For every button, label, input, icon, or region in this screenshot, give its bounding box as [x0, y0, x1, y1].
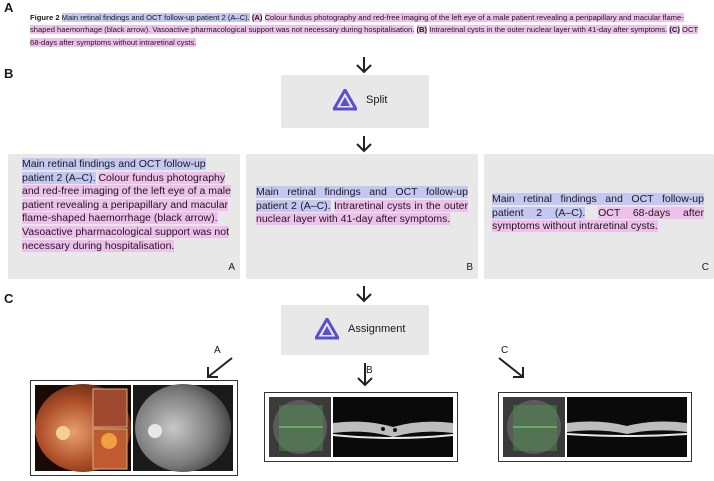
- arrow-down-icon: [356, 286, 372, 303]
- section-label-b: B: [4, 66, 14, 81]
- section-label-a: A: [4, 0, 14, 15]
- arrow-down-icon: [356, 57, 372, 74]
- tri-logo-icon: [333, 89, 357, 111]
- subcaption-box-b: Main retinal findings and OCT follow-up …: [246, 154, 478, 279]
- branch-label-b: B: [366, 365, 373, 376]
- subcaption-letter: B: [466, 262, 473, 274]
- arrow-diag-left-icon: [207, 357, 233, 378]
- tri-logo-icon: [315, 318, 339, 340]
- caption-part-b: Intraretinal cysts in the outer nuclear …: [429, 25, 668, 35]
- figure-panel-b: [264, 392, 458, 462]
- branch-label-c: C: [501, 345, 509, 356]
- caption-part-c-label: (C): [669, 25, 680, 35]
- split-label: Split: [366, 94, 388, 106]
- arrow-diag-right-icon: [498, 357, 524, 378]
- caption-part-a-label: (A): [251, 13, 263, 22]
- oct-image: [503, 397, 688, 457]
- figure-label: Figure 2: [30, 13, 60, 22]
- subcaption-letter: A: [228, 262, 235, 274]
- subcaption-box-a: Main retinal findings and OCT follow-up …: [8, 154, 240, 279]
- assignment-box: Assignment: [281, 305, 429, 355]
- figure-panel-a: [30, 380, 238, 476]
- branch-label-a: A: [214, 345, 221, 356]
- fundus-image: [35, 384, 233, 472]
- oct-image: [269, 397, 454, 457]
- section-label-c: C: [4, 291, 14, 306]
- assignment-label: Assignment: [348, 323, 406, 335]
- arrow-down-icon: [357, 363, 373, 387]
- arrow-down-icon: [356, 136, 372, 153]
- subcaption-letter: C: [701, 262, 709, 274]
- caption-part-b-label: (B): [416, 25, 428, 35]
- split-box: Split: [281, 75, 429, 128]
- caption-title: Main retinal findings and OCT follow-up …: [61, 13, 250, 22]
- figure-caption: Figure 2 Main retinal findings and OCT f…: [30, 12, 702, 49]
- subcaption-box-c: Main retinal findings and OCT follow-up …: [484, 154, 714, 279]
- figure-panel-c: [498, 392, 692, 462]
